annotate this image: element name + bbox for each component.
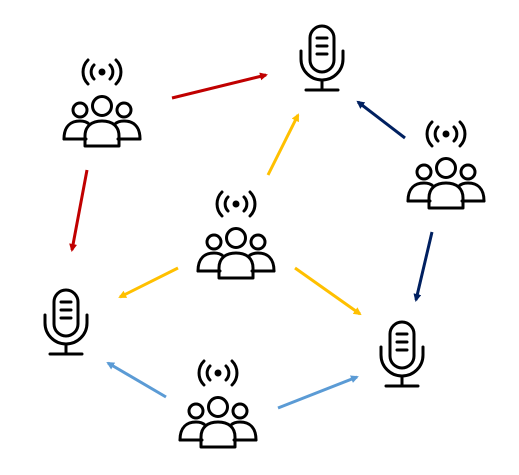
mic-bottom-right xyxy=(379,320,425,388)
people-group-icon xyxy=(178,396,258,449)
edges-layer xyxy=(69,72,434,410)
microphone-icon xyxy=(43,288,89,356)
group-bottom xyxy=(178,359,258,449)
edge-group-bottom-to-mic-left xyxy=(106,361,167,399)
people-group-icon xyxy=(62,95,142,148)
edge-group-center-to-mic-top xyxy=(266,113,300,176)
people-group-icon xyxy=(196,227,276,280)
edge-group-top-left-to-mic-top xyxy=(171,72,268,100)
broadcast-icon xyxy=(215,190,257,218)
edge-group-top-left-to-mic-left xyxy=(69,169,89,252)
edge-group-right-to-mic-top xyxy=(356,100,406,140)
group-right xyxy=(406,120,486,210)
broadcast-icon xyxy=(81,58,123,86)
mic-left xyxy=(43,288,89,356)
people-group-icon xyxy=(406,157,486,210)
edge-group-center-to-mic-left xyxy=(118,266,179,299)
microphone-icon xyxy=(379,320,425,388)
broadcast-icon xyxy=(197,359,239,387)
edge-group-right-to-mic-bottom-right xyxy=(413,231,434,302)
group-top-left xyxy=(62,58,142,148)
group-center xyxy=(196,190,276,280)
mic-top xyxy=(299,24,345,92)
broadcast-icon xyxy=(425,120,467,148)
edge-group-center-to-mic-bottom-right xyxy=(294,266,362,316)
edge-group-bottom-to-mic-bottom-right xyxy=(277,375,359,410)
microphone-icon xyxy=(299,24,345,92)
